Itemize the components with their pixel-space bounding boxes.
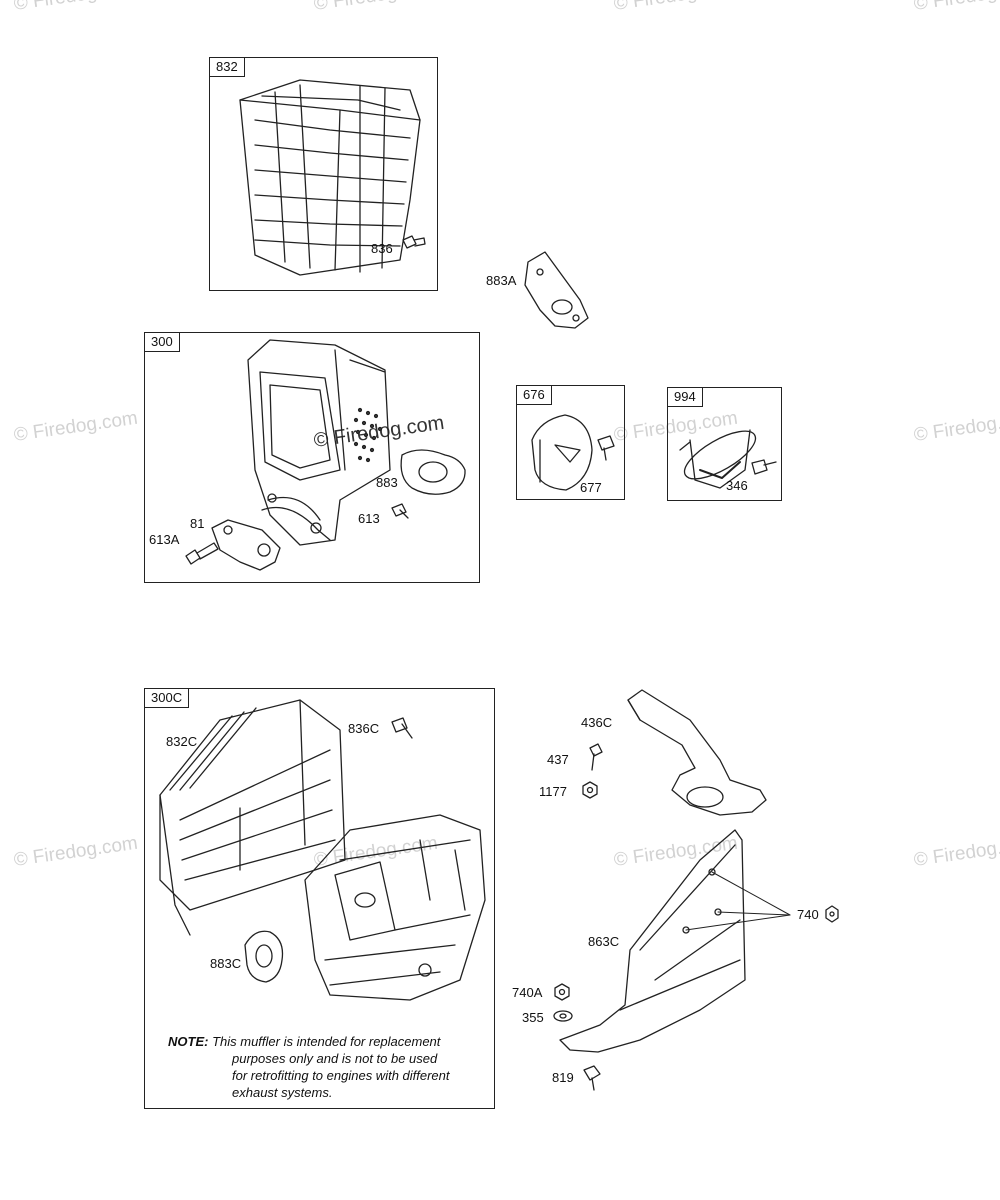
- gasket-883c-drawing: [244, 930, 284, 983]
- bracket-863c-drawing: [559, 829, 746, 1053]
- part-label-613A: 613A: [149, 532, 180, 547]
- muffler-300-drawing: [247, 339, 391, 546]
- box-tag: 832: [210, 58, 245, 77]
- part-box-676: 676: [516, 385, 625, 500]
- box-tag: 676: [517, 386, 552, 405]
- note-line: for retrofitting to engines with differe…: [232, 1068, 450, 1083]
- box-tag: 300C: [145, 689, 190, 708]
- part-label-883: 883: [376, 475, 398, 490]
- part-label-819: 819: [552, 1070, 574, 1085]
- arrestor-676-drawing: [531, 414, 593, 491]
- muffler-300c-drawing: [304, 814, 486, 1001]
- part-label-883A: 883A: [486, 273, 517, 288]
- part-label-346: 346: [726, 478, 748, 493]
- box-tag: 300: [145, 333, 180, 352]
- part-box-300C: 300C: [144, 688, 495, 1109]
- replacement-note: NOTE: This muffler is intended for repla…: [168, 1033, 488, 1101]
- note-line: purposes only and is not to be used: [232, 1051, 438, 1066]
- screw-437-drawing: [589, 743, 603, 771]
- part-label-832C: 832C: [166, 734, 198, 749]
- part-label-437: 437: [547, 752, 569, 767]
- screw-346-drawing: [751, 459, 777, 475]
- screw-613-drawing: [391, 503, 409, 519]
- part-box-832: 832: [209, 57, 438, 291]
- part-label-836: 836: [371, 241, 393, 256]
- note-line: This muffler is intended for replacement: [212, 1034, 441, 1049]
- washer-355-drawing: [553, 1010, 573, 1022]
- note-line: exhaust systems.: [232, 1085, 333, 1100]
- bolt-819-drawing: [583, 1065, 601, 1091]
- part-label-355: 355: [522, 1010, 544, 1025]
- wire-guard-drawing: [239, 79, 421, 276]
- part-label-883C: 883C: [210, 956, 242, 971]
- nut-1177-drawing: [582, 781, 598, 799]
- elbow-436c-drawing: [627, 689, 767, 816]
- gasket-883a-drawing: [524, 251, 589, 329]
- part-box-994: 994: [667, 387, 782, 501]
- gasket-883-drawing: [400, 449, 466, 495]
- part-label-836C: 836C: [348, 721, 380, 736]
- part-label-740A: 740A: [512, 985, 543, 1000]
- box-tag: 994: [668, 388, 703, 407]
- part-label-863C: 863C: [588, 934, 620, 949]
- part-label-1177: 1177: [539, 784, 567, 799]
- part-box-300: 300: [144, 332, 480, 583]
- part-label-740: 740: [797, 907, 819, 922]
- guard-832c-drawing: [159, 699, 346, 936]
- bolt-613a-drawing: [185, 542, 219, 565]
- part-label-677: 677: [580, 480, 602, 495]
- part-label-613: 613: [358, 511, 380, 526]
- screw-677-drawing: [597, 435, 615, 461]
- part-label-436C: 436C: [581, 715, 613, 730]
- deflector-81-drawing: [211, 519, 281, 571]
- part-label-81: 81: [190, 516, 205, 531]
- nut-740-drawing: [825, 905, 839, 923]
- muffler-holes: [353, 407, 383, 463]
- screw-836-drawing: [402, 235, 426, 249]
- nut-740a-drawing: [554, 983, 570, 1001]
- screw-836c-drawing: [391, 717, 413, 739]
- cap-994-drawing: [679, 429, 757, 489]
- leader-lines-740: [685, 871, 791, 931]
- note-prefix: NOTE:: [168, 1034, 209, 1049]
